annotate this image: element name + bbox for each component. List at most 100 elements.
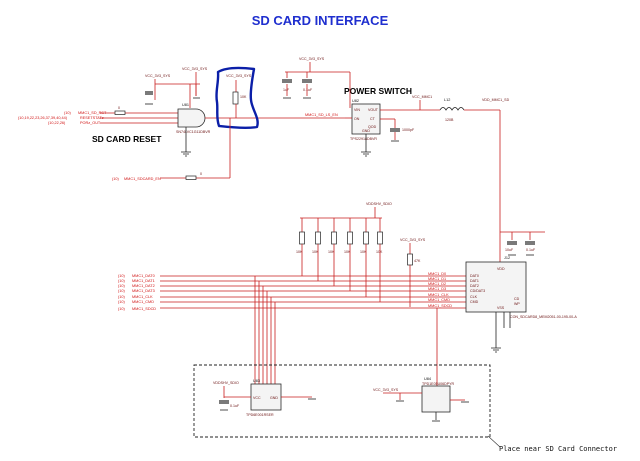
connector-net: MMC1_CMD — [428, 298, 450, 302]
pulldown-resistor — [232, 91, 239, 105]
reset-resistor — [114, 110, 126, 115]
pullup-value: 10K — [296, 250, 303, 254]
section-reset-label: SD CARD RESET — [92, 134, 162, 144]
port-ref: (10) — [112, 177, 119, 181]
reset-input-refs: (10,19,22,23,26,37,39,40,44) RESETSTATz … — [18, 116, 104, 125]
buffer-part: SN74LVC1G11DBVR — [176, 130, 211, 134]
port-name: MMC1_SDCARD_EN — [124, 177, 161, 181]
port-name: MMC1_SD_RST — [78, 111, 107, 115]
highlight-outline — [215, 66, 259, 130]
buffer-gate-u81: U81 SN74LVC1G11DBVR — [176, 103, 211, 134]
inductor-ref: L12 — [444, 98, 450, 102]
port-ref: (10) — [118, 284, 125, 288]
connector-pin: CLK — [470, 295, 478, 299]
cap-ct-value: 1000pF — [402, 128, 415, 132]
switch-pin-qod: QOD — [368, 125, 377, 129]
esd-array-u83: U83 TPD6E001RSER VCC GND — [246, 379, 282, 417]
pulldown-value: 10K — [240, 95, 247, 99]
pullup-value: 10K — [328, 250, 335, 254]
esd-single-part: TPD1E05U06DPYR — [422, 382, 455, 386]
esd-single-ref: U84 — [424, 377, 431, 381]
port-name: MMC1_DAT2 — [132, 284, 155, 288]
vdd-sdio-esd-label: VDDSHV_SDIO — [213, 381, 239, 385]
reset-input-net: RESETSTATz — [80, 116, 104, 120]
vcc-label-buffer: VCC_3V3_SYS — [145, 74, 171, 78]
connector-pin: WP — [514, 302, 520, 306]
connector-net: MMC1_D2 — [428, 282, 446, 286]
reset-resistor-value: 0 — [118, 106, 120, 110]
vcc-mmc1-label: VCC_MMC1 — [412, 95, 432, 99]
port-ref: (10) — [118, 307, 125, 311]
svg-text:VCC: VCC — [253, 396, 261, 400]
switch-part: TPS22918DBVR — [350, 137, 377, 141]
highlighted-pulldown: VCC_3V3_SYS 10K — [215, 66, 259, 130]
inductor-value: 120B — [445, 118, 454, 122]
cd-resistor-value: 47K — [414, 259, 421, 263]
port-name: MMC1_CMD — [132, 300, 154, 304]
svg-text:GND: GND — [270, 396, 278, 400]
switch-ref: U82 — [352, 99, 359, 103]
cap-switch-b-value: 0.1uF — [303, 88, 313, 92]
port-ref: (10) — [118, 279, 125, 283]
connector-net: MMC1_D3 — [428, 287, 446, 291]
connector-pin: CD/DAT3 — [470, 289, 485, 293]
connector-pin: DAT1 — [470, 279, 479, 283]
switch-pin-vout: VOUT — [368, 108, 379, 112]
left-port-reset: (10) MMC1_SD_RST — [64, 111, 107, 115]
cd-resistor — [407, 253, 413, 266]
buffer-ref: U81 — [182, 103, 189, 107]
esd-cap-value: 0.1uF — [230, 404, 240, 408]
vcc-label-cd: VCC_3V3_SYS — [400, 238, 426, 242]
port-name: MMC1_DAT0 — [132, 274, 155, 278]
switch-pin-vin: VIN — [354, 108, 360, 112]
switch-pin-gnd: GND — [362, 129, 370, 133]
cap-conn-b-value: 0.1uF — [526, 248, 536, 252]
vcc-label-pulldown: VCC_3V3_SYS — [226, 74, 252, 78]
pullup-value: 10K — [376, 250, 383, 254]
connector-ref: J12 — [504, 256, 510, 260]
placement-note: Place near SD Card Connector — [499, 445, 617, 453]
connector-net: MMC1_CLK — [428, 293, 449, 297]
connector-net: MMC1_D0 — [428, 272, 446, 276]
port-ref: (10) — [118, 274, 125, 278]
port-ref: (10) — [118, 289, 125, 293]
esd-array-ref: U83 — [253, 379, 260, 383]
section-power-label: POWER SWITCH — [344, 86, 412, 96]
port-name: MMC1_DAT1 — [132, 279, 155, 283]
connector-part: CON_SDCARD8_MEM2051-00-195-00-A — [510, 315, 577, 319]
port-name: MMC1_DAT3 — [132, 289, 155, 293]
vcc-label-esd: VCC_3V3_SYS — [373, 388, 399, 392]
esd-single-u84: U84 TPD1E05U06DPYR — [421, 377, 455, 413]
connector-pin: CMD — [470, 300, 479, 304]
port-name: MMC1_SDCD — [132, 307, 156, 311]
en-resistor-value: 0 — [200, 172, 202, 176]
vcc-label-switch: VCC_3V3_SYS — [299, 57, 325, 61]
switch-pin-ct: CT — [370, 117, 376, 121]
pullup-value: 10K — [360, 250, 367, 254]
esd-array-part: TPD6E001RSER — [246, 413, 274, 417]
port-name: MMC1_CLK — [132, 295, 153, 299]
port-ref: (10) — [118, 300, 125, 304]
cap-switch-a-value: 1uF — [283, 88, 290, 92]
reset-input-ref: (10,19,22,23,26,37,39,40,44) — [18, 116, 68, 120]
sd-card-connector-j12: J12 DAT0 DAT1 DAT2 CD/DAT3 CLK CMD VDD V… — [465, 256, 577, 319]
connector-net: MMC1_SDCD — [428, 304, 452, 308]
pullup-bank: 10K 10K 10K 10K 10K 10K — [296, 218, 383, 254]
connector-net-labels: MMC1_D0 MMC1_D1 MMC1_D2 MMC1_D3 MMC1_CLK… — [428, 272, 452, 308]
port-ref: (10) — [64, 111, 71, 115]
connector-pin: VDD — [497, 267, 505, 271]
page-title: SD CARD INTERFACE — [252, 13, 389, 28]
power-switch-u82: U82 VIN ON VOUT CT QOD GND TPS22918DBVR — [350, 99, 381, 141]
reset-input-ref: (10,22,26) — [48, 121, 66, 125]
cap-conn-a-value: 10uF — [505, 248, 514, 252]
connector-pin: DAT0 — [470, 274, 479, 278]
connector-net: MMC1_D1 — [428, 277, 446, 281]
connector-pin: DAT2 — [470, 284, 479, 288]
pullup-value: 10K — [312, 250, 319, 254]
connector-pin: VSS — [497, 306, 505, 310]
esd-region — [193, 364, 491, 438]
reset-input-net: PORz_OUT — [80, 121, 101, 125]
ferrite-l12: L12 120B — [439, 98, 465, 122]
vcc-label-buffer-2: VCC_3V3_SYS — [182, 67, 208, 71]
